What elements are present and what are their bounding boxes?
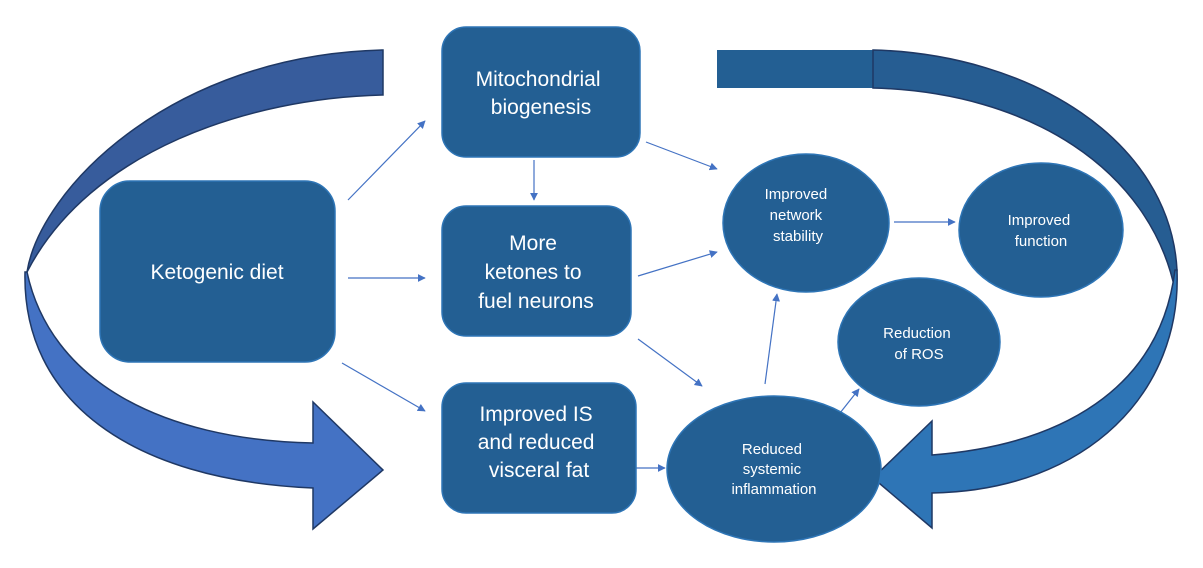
node-reduced-inflammation: Reduced systemic inflammation [666,395,882,543]
svg-text:Reduced systemic i: Reduced systemic inflammation [731,441,816,498]
svg-text:Improved IS and reduced: Improved IS and reduced visceral fat [478,403,601,482]
node-label-line: Mitochondrial [476,68,601,91]
svg-text:Reduction of ROS: Reduction of ROS [883,325,955,363]
node-label-line: ketones to [485,261,582,284]
edge-mito-to-network [645,141,718,171]
edge-inflammation-to-network [764,293,781,385]
node-label-line: biogenesis [491,96,591,119]
node-improved-function: Improved function [958,162,1124,298]
node-label-line: network [770,207,823,224]
edge-keto-to-is [341,362,426,412]
svg-text:Improved function: Improved function [1008,212,1075,250]
node-label-line: Reduced [742,441,802,458]
node-label-line: function [1015,233,1068,250]
svg-text:Improved network s: Improved network stability [765,186,832,245]
node-label-line: Improved [765,186,828,203]
node-label-line: of ROS [894,346,943,363]
node-label-line: Ketogenic diet [150,261,283,284]
edge-ketones-to-inflammation [637,338,703,387]
edge-ketones-to-network [637,250,718,277]
svg-text:Ketogenic diet: Ketogenic diet [150,261,283,284]
node-label-line: Reduction [883,325,951,342]
node-label-line: Improved IS [479,403,592,426]
node-label-line: visceral fat [489,459,590,482]
right-loop-arrow-start-band [717,50,875,88]
connectors [341,120,956,472]
node-mitochondrial-biogenesis: Mitochondrial biogenesis [441,26,641,158]
node-label-line: systemic [743,461,802,478]
node-network-stability: Improved network stability [722,153,890,293]
edge-keto-to-mito [347,120,426,201]
node-label-line: inflammation [731,481,816,498]
svg-text:More ketones to fu: More ketones to fuel neurons [478,232,594,313]
node-more-ketones: More ketones to fuel neurons [441,205,632,337]
node-reduction-ros: Reduction of ROS [837,277,1001,407]
node-label-line: and reduced [478,431,595,454]
node-label-line: Improved [1008,212,1071,229]
edge-inflammation-to-ros [839,388,860,414]
node-label-line: More [509,232,557,255]
svg-text:Mitochondrial biogenesis: Mitochondrial biogenesis [476,68,607,119]
left-loop-arrow-bottom-band [24,271,385,531]
node-ketogenic-diet: Ketogenic diet [99,180,336,363]
left-loop-arrow [24,49,385,531]
node-improved-is: Improved IS and reduced visceral fat [441,382,637,514]
node-label-line: stability [773,228,824,245]
right-loop-arrow [717,49,1178,530]
node-label-line: fuel neurons [478,290,594,313]
